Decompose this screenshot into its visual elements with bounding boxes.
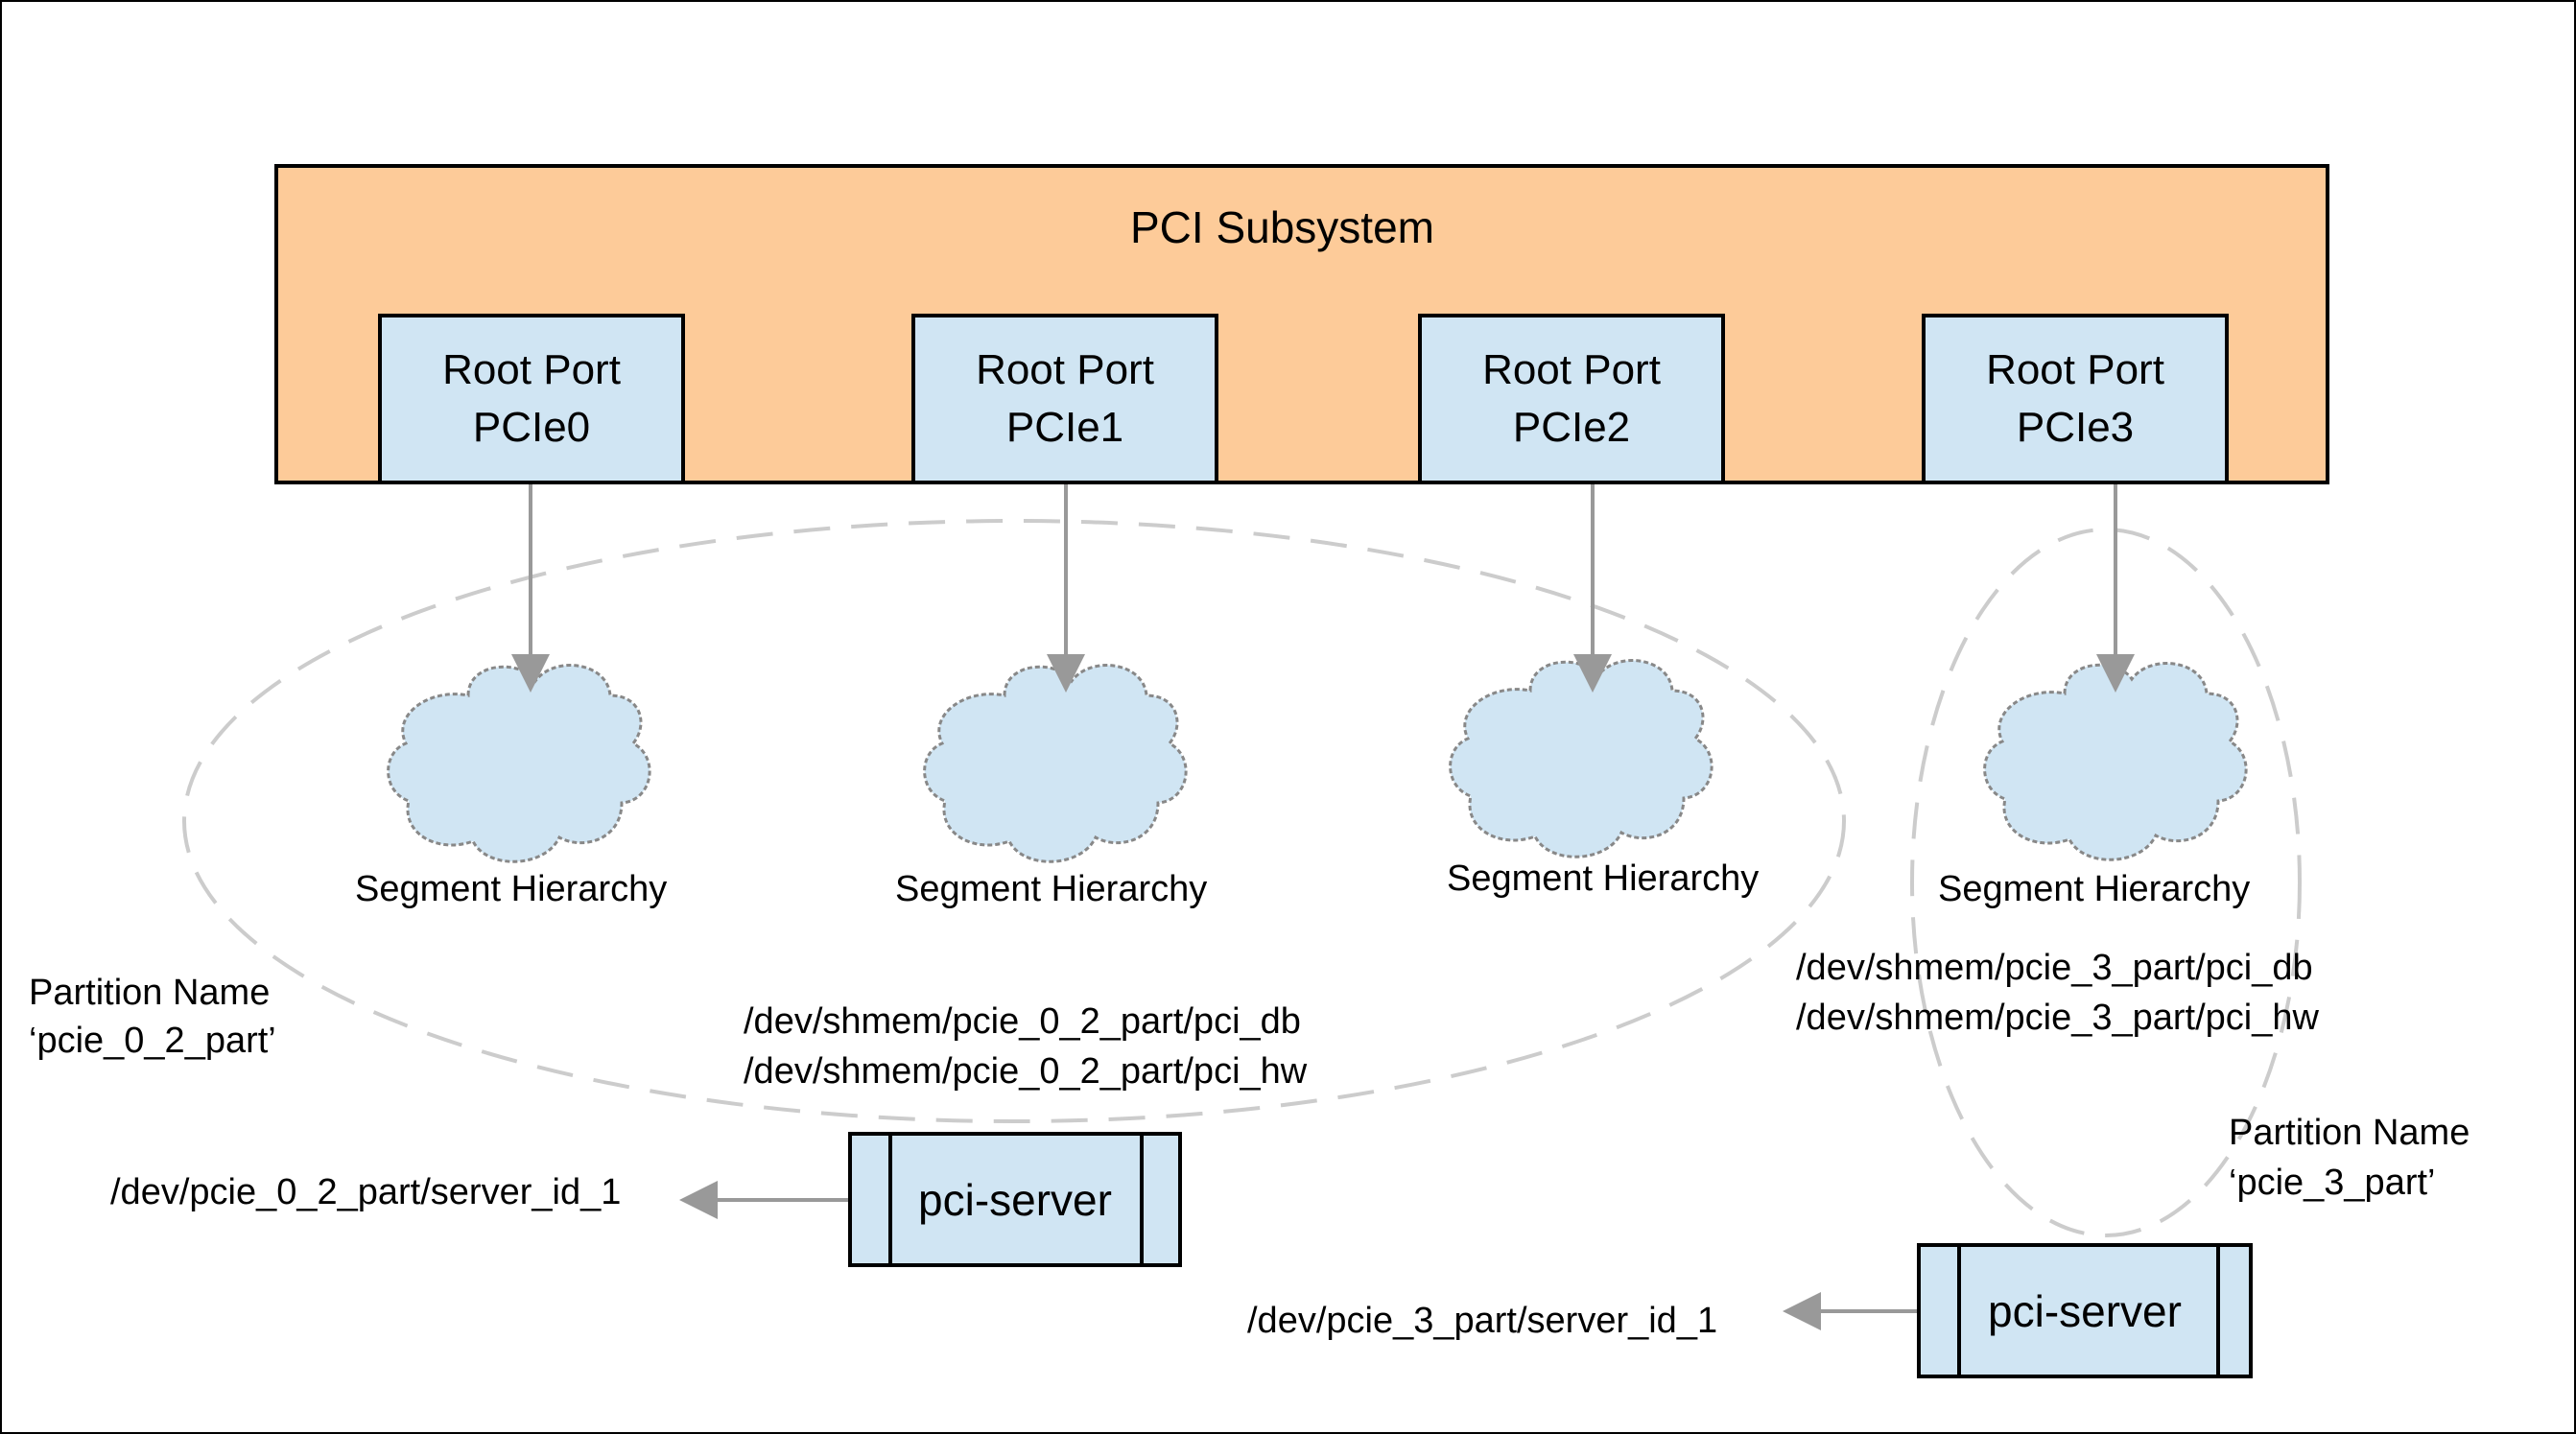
partition-name-label: Partition Name — [29, 973, 271, 1013]
shmem-hw-path: /dev/shmem/pcie_3_part/pci_hw — [1796, 998, 2319, 1038]
partition-ellipse-pcie-0-2 — [182, 519, 1846, 1123]
partition-name-value: ‘pcie_0_2_part’ — [29, 1021, 276, 1061]
cloud-icon — [387, 664, 651, 863]
root-port-pcie3: Root Port PCIe3 — [1922, 314, 2229, 484]
root-port-id: PCIe1 — [1005, 404, 1124, 451]
root-port-pcie2: Root Port PCIe2 — [1418, 314, 1725, 484]
server-device-path: /dev/pcie_0_2_part/server_id_1 — [110, 1172, 622, 1212]
pci-server-label: pci-server — [918, 1174, 1112, 1225]
root-port-label: Root Port — [976, 346, 1154, 393]
root-port-label: Root Port — [1482, 346, 1661, 393]
cloud-icon — [923, 664, 1188, 863]
segment-label: Segment Hierarchy — [1938, 869, 2251, 909]
segment-label: Segment Hierarchy — [1447, 858, 1760, 899]
root-port-pcie0: Root Port PCIe0 — [378, 314, 685, 484]
partition-ellipse-pcie-3 — [1910, 528, 2302, 1237]
shmem-db-path: /dev/shmem/pcie_0_2_part/pci_db — [744, 1001, 1301, 1042]
partition-name-label: Partition Name — [2229, 1113, 2470, 1153]
pci-subsystem-title: PCI Subsystem — [1130, 202, 1434, 252]
shmem-hw-path: /dev/shmem/pcie_0_2_part/pci_hw — [744, 1051, 1308, 1092]
root-port-id: PCIe3 — [2016, 404, 2135, 451]
pci-server-box: pci-server — [848, 1132, 1182, 1267]
segment-label: Segment Hierarchy — [895, 869, 1208, 909]
root-port-label: Root Port — [442, 346, 621, 393]
shmem-db-path: /dev/shmem/pcie_3_part/pci_db — [1796, 948, 2313, 988]
partition-name-value: ‘pcie_3_part’ — [2229, 1163, 2436, 1203]
cloud-icon — [1983, 662, 2248, 861]
root-port-pcie1: Root Port PCIe1 — [911, 314, 1218, 484]
root-port-id: PCIe0 — [472, 404, 591, 451]
cloud-icon — [1449, 659, 1713, 858]
server-device-path: /dev/pcie_3_part/server_id_1 — [1247, 1301, 1718, 1341]
segment-label: Segment Hierarchy — [355, 869, 668, 909]
pci-server-label: pci-server — [1988, 1285, 2182, 1336]
root-port-id: PCIe2 — [1512, 404, 1631, 451]
pci-server-box: pci-server — [1917, 1243, 2253, 1378]
root-port-label: Root Port — [1986, 346, 2164, 393]
